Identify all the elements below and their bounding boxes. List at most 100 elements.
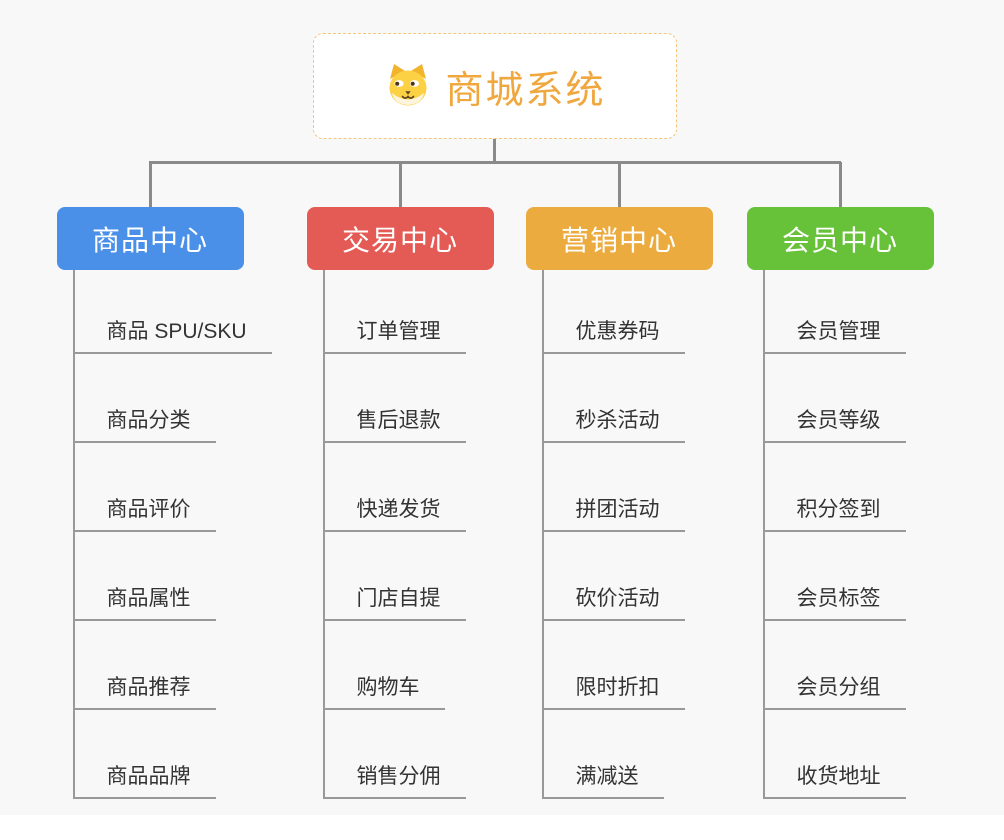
branch-column-2: 营销中心 优惠券码 秒杀活动 拼团活动 砍价活动 限时折扣 满减送 [525, 162, 713, 799]
item-row: 积分签到 [762, 443, 906, 532]
item-label: 订单管理 [356, 320, 441, 343]
connector-horizontal-line [149, 161, 841, 164]
item-row: 拼团活动 [541, 443, 685, 532]
item-label: 优惠券码 [575, 320, 660, 343]
branch-label: 商品中心 [91, 224, 208, 256]
branch-items: 商品 SPU/SKU 商品分类 商品评价 商品属性 商品推荐 商品品牌 [72, 270, 272, 799]
branch-column-1: 交易中心 订单管理 售后退款 快递发货 门店自提 购物车 销售分佣 [306, 162, 494, 799]
item-row: 购物车 [322, 621, 466, 710]
tree-item[interactable]: 订单管理 [322, 315, 466, 354]
item-row: 砍价活动 [541, 532, 685, 621]
item-row: 会员分组 [762, 621, 906, 710]
item-label: 积分签到 [796, 498, 881, 521]
item-label: 商品品牌 [106, 765, 191, 788]
item-row: 销售分佣 [322, 710, 466, 799]
branch-spine-line [322, 270, 325, 799]
item-label: 秒杀活动 [575, 409, 660, 432]
tree-item[interactable]: 售后退款 [322, 404, 466, 443]
branch-items: 会员管理 会员等级 积分签到 会员标签 会员分组 收货地址 [762, 270, 906, 799]
item-row: 秒杀活动 [541, 354, 685, 443]
item-row: 会员等级 [762, 354, 906, 443]
connector-branch-drop [398, 162, 402, 207]
tree-item[interactable]: 会员等级 [762, 404, 906, 443]
item-row: 商品分类 [72, 354, 272, 443]
tree-item[interactable]: 商品分类 [72, 404, 216, 443]
tree-item[interactable]: 销售分佣 [322, 760, 466, 799]
connector-branch-drop [617, 162, 621, 207]
branch-label: 营销中心 [560, 224, 677, 256]
item-row: 满减送 [541, 710, 685, 799]
item-label: 限时折扣 [575, 676, 660, 699]
item-row: 售后退款 [322, 354, 466, 443]
item-label: 快递发货 [356, 498, 441, 521]
tree-item[interactable]: 会员标签 [762, 582, 906, 621]
item-row: 商品推荐 [72, 621, 272, 710]
tree-item[interactable]: 满减送 [541, 760, 664, 799]
branch-label: 会员中心 [781, 224, 898, 256]
branch-header-3[interactable]: 会员中心 [746, 207, 934, 270]
tree-item[interactable]: 限时折扣 [541, 671, 685, 710]
item-row: 订单管理 [322, 270, 466, 354]
branch-header-0[interactable]: 商品中心 [56, 207, 244, 270]
item-label: 会员管理 [796, 320, 881, 343]
tree-item[interactable]: 拼团活动 [541, 493, 685, 532]
item-row: 快递发货 [322, 443, 466, 532]
item-label: 收货地址 [796, 765, 881, 788]
tree-item[interactable]: 会员分组 [762, 671, 906, 710]
branch-spine-line [762, 270, 765, 799]
item-label: 销售分佣 [356, 765, 441, 788]
branch-items: 优惠券码 秒杀活动 拼团活动 砍价活动 限时折扣 满减送 [541, 270, 685, 799]
tree-item[interactable]: 积分签到 [762, 493, 906, 532]
canvas-bottom-edge [0, 815, 1004, 840]
branch-items: 订单管理 售后退款 快递发货 门店自提 购物车 销售分佣 [322, 270, 466, 799]
item-label: 会员标签 [796, 587, 881, 610]
root-node[interactable]: 商城系统 [313, 33, 677, 139]
item-row: 商品评价 [72, 443, 272, 532]
item-label: 售后退款 [356, 409, 441, 432]
branch-column-0: 商品中心 商品 SPU/SKU 商品分类 商品评价 商品属性 商品推荐 商品品牌 [56, 162, 272, 799]
item-row: 商品 SPU/SKU [72, 270, 272, 354]
tree-item[interactable]: 商品评价 [72, 493, 216, 532]
root-title: 商城系统 [445, 69, 606, 112]
tree-item[interactable]: 会员管理 [762, 315, 906, 354]
tree-item[interactable]: 收货地址 [762, 760, 906, 799]
item-label: 商品评价 [106, 498, 191, 521]
item-label: 商品推荐 [106, 676, 191, 699]
dog-icon [384, 62, 432, 110]
tree-item[interactable]: 砍价活动 [541, 582, 685, 621]
item-label: 门店自提 [356, 587, 441, 610]
tree-item[interactable]: 商品 SPU/SKU [72, 315, 272, 354]
item-label: 购物车 [356, 676, 420, 699]
item-label: 商品分类 [106, 409, 191, 432]
tree-item[interactable]: 快递发货 [322, 493, 466, 532]
branch-spine-line [541, 270, 544, 799]
item-label: 拼团活动 [575, 498, 660, 521]
branch-header-1[interactable]: 交易中心 [306, 207, 494, 270]
item-row: 商品属性 [72, 532, 272, 621]
item-label: 商品 SPU/SKU [106, 320, 247, 343]
connector-branch-drop [148, 162, 152, 207]
item-row: 会员标签 [762, 532, 906, 621]
item-label: 会员等级 [796, 409, 881, 432]
tree-item[interactable]: 优惠券码 [541, 315, 685, 354]
item-row: 会员管理 [762, 270, 906, 354]
branch-label: 交易中心 [341, 224, 458, 256]
connector-root-stub [493, 139, 496, 163]
item-row: 优惠券码 [541, 270, 685, 354]
item-label: 会员分组 [796, 676, 881, 699]
tree-item[interactable]: 商品品牌 [72, 760, 216, 799]
branch-header-2[interactable]: 营销中心 [525, 207, 713, 270]
item-label: 砍价活动 [575, 587, 660, 610]
tree-item[interactable]: 门店自提 [322, 582, 466, 621]
tree-item[interactable]: 购物车 [322, 671, 445, 710]
connector-branch-drop [838, 162, 842, 207]
tree-item[interactable]: 商品推荐 [72, 671, 216, 710]
tree-item[interactable]: 商品属性 [72, 582, 216, 621]
item-row: 收货地址 [762, 710, 906, 799]
item-row: 门店自提 [322, 532, 466, 621]
tree-item[interactable]: 秒杀活动 [541, 404, 685, 443]
item-row: 限时折扣 [541, 621, 685, 710]
branch-column-3: 会员中心 会员管理 会员等级 积分签到 会员标签 会员分组 收货地址 [746, 162, 934, 799]
item-label: 满减送 [575, 765, 639, 788]
